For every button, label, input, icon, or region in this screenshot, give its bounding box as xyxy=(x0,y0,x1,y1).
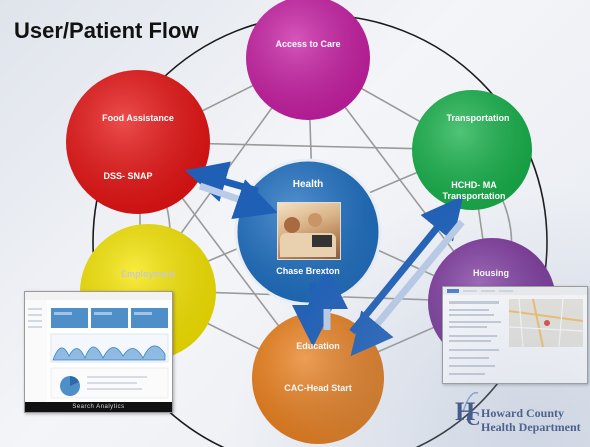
arrow-transport-to-education xyxy=(350,219,465,357)
family-photo xyxy=(277,202,341,260)
node-access-circle[interactable] xyxy=(246,0,370,120)
analytics-screenshot: Search Analytics xyxy=(24,291,173,413)
map-listing-thumbnail xyxy=(443,287,587,375)
education-sublabel: CAC-Head Start xyxy=(284,383,352,393)
node-transport-circle[interactable] xyxy=(412,90,532,210)
health-sublabel: Chase Brexton xyxy=(276,266,340,276)
food-sublabel: DSS- SNAP xyxy=(103,171,153,181)
employment-label: Employment xyxy=(120,269,175,279)
node-education-circle[interactable] xyxy=(252,312,384,444)
transport-sublabel: HCHD- MA Transportation xyxy=(426,180,522,202)
education-label: Education xyxy=(296,341,340,351)
housing-label: Housing xyxy=(473,268,509,278)
transport-sublabel-text: HCHD- MA Transportation xyxy=(442,180,506,201)
map-listing-screenshot xyxy=(442,286,588,384)
logo-line1: Howard County xyxy=(481,406,565,420)
arrow-food-to-health xyxy=(198,179,278,220)
search-analytics-caption: Search Analytics xyxy=(25,402,172,412)
analytics-dashboard-thumbnail xyxy=(25,292,172,402)
food-label: Food Assistance xyxy=(102,113,174,123)
health-department-logo-mark: H C xyxy=(455,391,480,430)
access-label: Access to Care xyxy=(275,39,341,49)
slide-title: User/Patient Flow xyxy=(14,18,199,43)
node-food-circle[interactable] xyxy=(66,70,210,214)
transport-label: Transportation xyxy=(446,113,510,123)
svg-text:H: H xyxy=(455,397,475,426)
flow-arrows xyxy=(184,161,465,357)
svg-text:C: C xyxy=(466,408,480,430)
logo-line2: Health Department xyxy=(481,420,581,434)
health-label: Health xyxy=(292,179,324,190)
